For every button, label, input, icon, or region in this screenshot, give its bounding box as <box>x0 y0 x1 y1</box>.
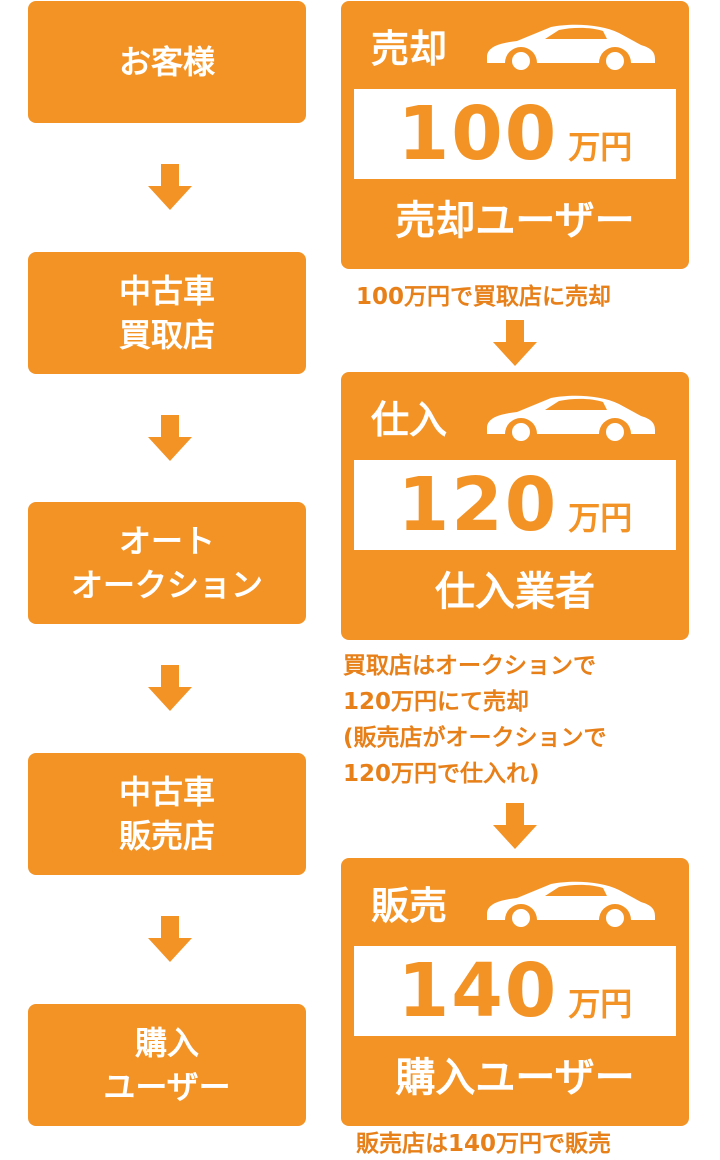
price-value: 140 <box>397 948 559 1034</box>
note-line: 買取店はオークションで <box>343 653 596 679</box>
card-head: 仕入 <box>371 398 448 442</box>
card-head: 販売 <box>371 884 448 928</box>
down-arrow-icon <box>148 164 192 210</box>
price-box: 120 万円 <box>354 460 676 550</box>
card-sell: 売却 100 万円 売却ユーザー <box>341 1 689 269</box>
price-value: 100 <box>397 91 559 177</box>
down-arrow-icon <box>148 916 192 962</box>
price-box: 100 万円 <box>354 89 676 179</box>
card-foot: 購入ユーザー <box>395 1055 635 1101</box>
card-foot: 仕入業者 <box>435 569 595 615</box>
step-used-car-dealer: 中古車 販売店 <box>28 753 306 875</box>
card-retail: 販売 140 万円 購入ユーザー <box>341 858 689 1126</box>
price-unit: 万円 <box>568 985 633 1023</box>
step-auto-auction: オート オークション <box>28 502 306 624</box>
car-icon <box>481 392 659 444</box>
down-arrow-icon <box>148 665 192 711</box>
down-arrow-icon <box>493 803 537 849</box>
step-purchase-user: 購入 ユーザー <box>28 1004 306 1126</box>
price-unit: 万円 <box>568 128 633 166</box>
car-icon <box>481 878 659 930</box>
card-purchase: 仕入 120 万円 仕入業者 <box>341 372 689 640</box>
price-box: 140 万円 <box>354 946 676 1036</box>
note-line: 120万円にて売却 <box>343 689 530 715</box>
note-retail: 販売店は140万円で販売 <box>356 1131 612 1157</box>
note-line: 120万円で仕入れ) <box>343 761 540 787</box>
price-unit: 万円 <box>568 499 633 537</box>
card-foot: 売却ユーザー <box>395 198 635 244</box>
note-auction: 買取店はオークションで 120万円にて売却 (販売店がオークションで 120万円… <box>343 648 607 792</box>
note-sell: 100万円で買取店に売却 <box>356 284 612 310</box>
step-customer: お客様 <box>28 1 306 123</box>
down-arrow-icon <box>148 415 192 461</box>
note-line: (販売店がオークションで <box>343 725 607 751</box>
step-used-car-buyer: 中古車 買取店 <box>28 252 306 374</box>
down-arrow-icon <box>493 320 537 366</box>
price-value: 120 <box>397 462 559 548</box>
card-head: 売却 <box>371 27 448 71</box>
car-icon <box>481 21 659 73</box>
